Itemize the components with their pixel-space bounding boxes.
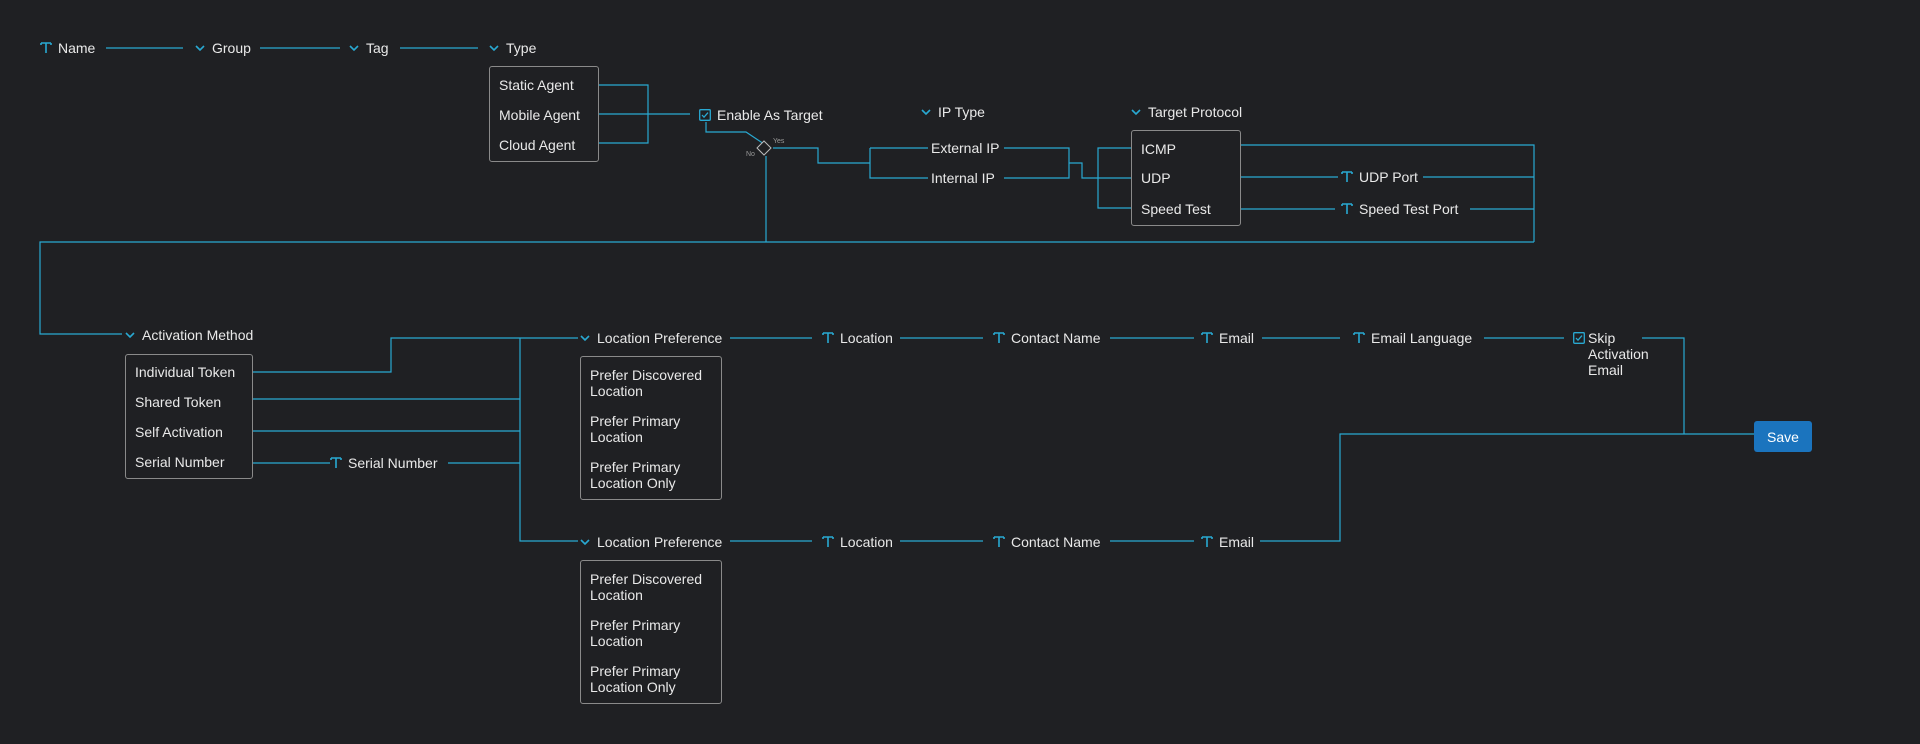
contact-name-label: Contact Name bbox=[1011, 534, 1101, 550]
serial-number-label: Serial Number bbox=[348, 455, 438, 471]
type-option-mobile-agent[interactable]: Mobile Agent bbox=[499, 107, 580, 123]
contact-name-field-1[interactable]: Contact Name bbox=[993, 330, 1100, 346]
decision-yes-label: Yes bbox=[773, 138, 785, 145]
ip-type-label: IP Type bbox=[938, 104, 985, 120]
protocol-option-icmp[interactable]: ICMP bbox=[1141, 141, 1176, 157]
skip-activation-email-label-line3: Email bbox=[1588, 362, 1624, 378]
protocol-option-udp[interactable]: UDP bbox=[1141, 170, 1171, 186]
location-preference-label: Location Preference bbox=[597, 330, 723, 346]
email-label: Email bbox=[1219, 330, 1255, 346]
skip-activation-email-label-line2: Activation bbox=[1588, 346, 1649, 362]
group-label: Group bbox=[212, 40, 251, 56]
activation-option-serial-number[interactable]: Serial Number bbox=[135, 454, 225, 470]
udp-port-field[interactable]: UDP Port bbox=[1341, 169, 1418, 185]
email-language-field[interactable]: Email Language bbox=[1353, 330, 1472, 346]
text-field-icon bbox=[993, 332, 1005, 344]
contact-name-field-2[interactable]: Contact Name bbox=[993, 534, 1100, 550]
enable-as-target-field[interactable]: Enable As Target bbox=[699, 107, 823, 123]
location-pref-option-primary[interactable]: Prefer Primary Location bbox=[590, 617, 681, 649]
text-field-icon bbox=[822, 536, 834, 548]
skip-activation-email-label-line1: Skip bbox=[1588, 330, 1616, 346]
text-field-icon bbox=[993, 536, 1005, 548]
save-button[interactable]: Save bbox=[1754, 421, 1812, 452]
name-field[interactable]: Name bbox=[40, 40, 95, 56]
target-protocol-label: Target Protocol bbox=[1148, 104, 1243, 120]
location-pref-option-primary-only[interactable]: Prefer Primary Location Only bbox=[590, 663, 681, 695]
location-field-2[interactable]: Location bbox=[822, 534, 893, 550]
email-label: Email bbox=[1219, 534, 1255, 550]
activation-options-box: Individual Token Shared Token Self Activ… bbox=[125, 354, 253, 479]
text-field-icon bbox=[1353, 332, 1365, 344]
ip-option-internal[interactable]: Internal IP bbox=[931, 170, 995, 186]
location-label: Location bbox=[840, 534, 893, 550]
type-options-box: Static Agent Mobile Agent Cloud Agent bbox=[489, 66, 599, 162]
text-field-icon bbox=[1341, 171, 1353, 183]
contact-name-label: Contact Name bbox=[1011, 330, 1101, 346]
location-pref-option-discovered[interactable]: Prefer Discovered Location bbox=[590, 367, 703, 399]
location-pref-option-discovered[interactable]: Prefer Discovered Location bbox=[590, 571, 703, 603]
enable-as-target-label: Enable As Target bbox=[717, 107, 823, 123]
text-field-icon bbox=[330, 457, 342, 469]
tag-label: Tag bbox=[366, 40, 389, 56]
chevron-down-icon bbox=[194, 42, 206, 54]
type-label: Type bbox=[506, 40, 537, 56]
udp-port-label: UDP Port bbox=[1359, 169, 1418, 185]
location-preference-field-1[interactable]: Location Preference bbox=[579, 330, 722, 346]
checkbox-checked-icon[interactable] bbox=[1573, 332, 1585, 344]
activation-option-shared-token[interactable]: Shared Token bbox=[135, 394, 222, 410]
email-field-2[interactable]: Email bbox=[1201, 534, 1254, 550]
location-pref-option-primary-only[interactable]: Prefer Primary Location Only bbox=[590, 459, 681, 491]
speed-test-port-label: Speed Test Port bbox=[1359, 201, 1459, 217]
protocol-options-box: ICMP UDP Speed Test bbox=[1131, 130, 1241, 226]
type-option-cloud-agent[interactable]: Cloud Agent bbox=[499, 137, 576, 153]
location-field-1[interactable]: Location bbox=[822, 330, 893, 346]
email-field-1[interactable]: Email bbox=[1201, 330, 1254, 346]
activation-option-individual-token[interactable]: Individual Token bbox=[135, 364, 236, 380]
email-language-label: Email Language bbox=[1371, 330, 1473, 346]
activation-option-self-activation[interactable]: Self Activation bbox=[135, 424, 223, 440]
chevron-down-icon bbox=[579, 332, 591, 344]
activation-method-field[interactable]: Activation Method bbox=[124, 327, 253, 343]
location-pref-options-box-1: Prefer Discovered Location Prefer Primar… bbox=[580, 356, 722, 500]
protocol-option-speed-test[interactable]: Speed Test bbox=[1141, 201, 1211, 217]
serial-number-field[interactable]: Serial Number bbox=[330, 455, 437, 471]
chevron-down-icon bbox=[920, 106, 932, 118]
text-field-icon bbox=[1341, 203, 1353, 215]
checkbox-checked-icon[interactable] bbox=[699, 109, 711, 121]
chevron-down-icon bbox=[124, 329, 136, 341]
type-field[interactable]: Type bbox=[488, 40, 536, 56]
location-preference-label: Location Preference bbox=[597, 534, 723, 550]
type-option-static-agent[interactable]: Static Agent bbox=[499, 77, 574, 93]
decision-diamond-icon bbox=[756, 140, 772, 156]
ip-option-external[interactable]: External IP bbox=[931, 140, 1000, 156]
text-field-icon bbox=[40, 42, 52, 54]
text-field-icon bbox=[1201, 332, 1213, 344]
location-label: Location bbox=[840, 330, 893, 346]
location-preference-field-2[interactable]: Location Preference bbox=[579, 534, 722, 550]
ip-type-field[interactable]: IP Type bbox=[920, 104, 985, 120]
target-protocol-field[interactable]: Target Protocol bbox=[1130, 104, 1242, 120]
chevron-down-icon bbox=[1130, 106, 1142, 118]
chevron-down-icon bbox=[579, 536, 591, 548]
activation-method-label: Activation Method bbox=[142, 327, 254, 343]
text-field-icon bbox=[822, 332, 834, 344]
group-field[interactable]: Group bbox=[194, 40, 251, 56]
chevron-down-icon bbox=[488, 42, 500, 54]
tag-field[interactable]: Tag bbox=[348, 40, 389, 56]
speed-test-port-field[interactable]: Speed Test Port bbox=[1341, 201, 1458, 217]
location-pref-option-primary[interactable]: Prefer Primary Location bbox=[590, 413, 681, 445]
name-label: Name bbox=[58, 40, 96, 56]
location-pref-options-box-2: Prefer Discovered Location Prefer Primar… bbox=[580, 560, 722, 704]
text-field-icon bbox=[1201, 536, 1213, 548]
chevron-down-icon bbox=[348, 42, 360, 54]
decision-no-label: No bbox=[746, 151, 755, 158]
